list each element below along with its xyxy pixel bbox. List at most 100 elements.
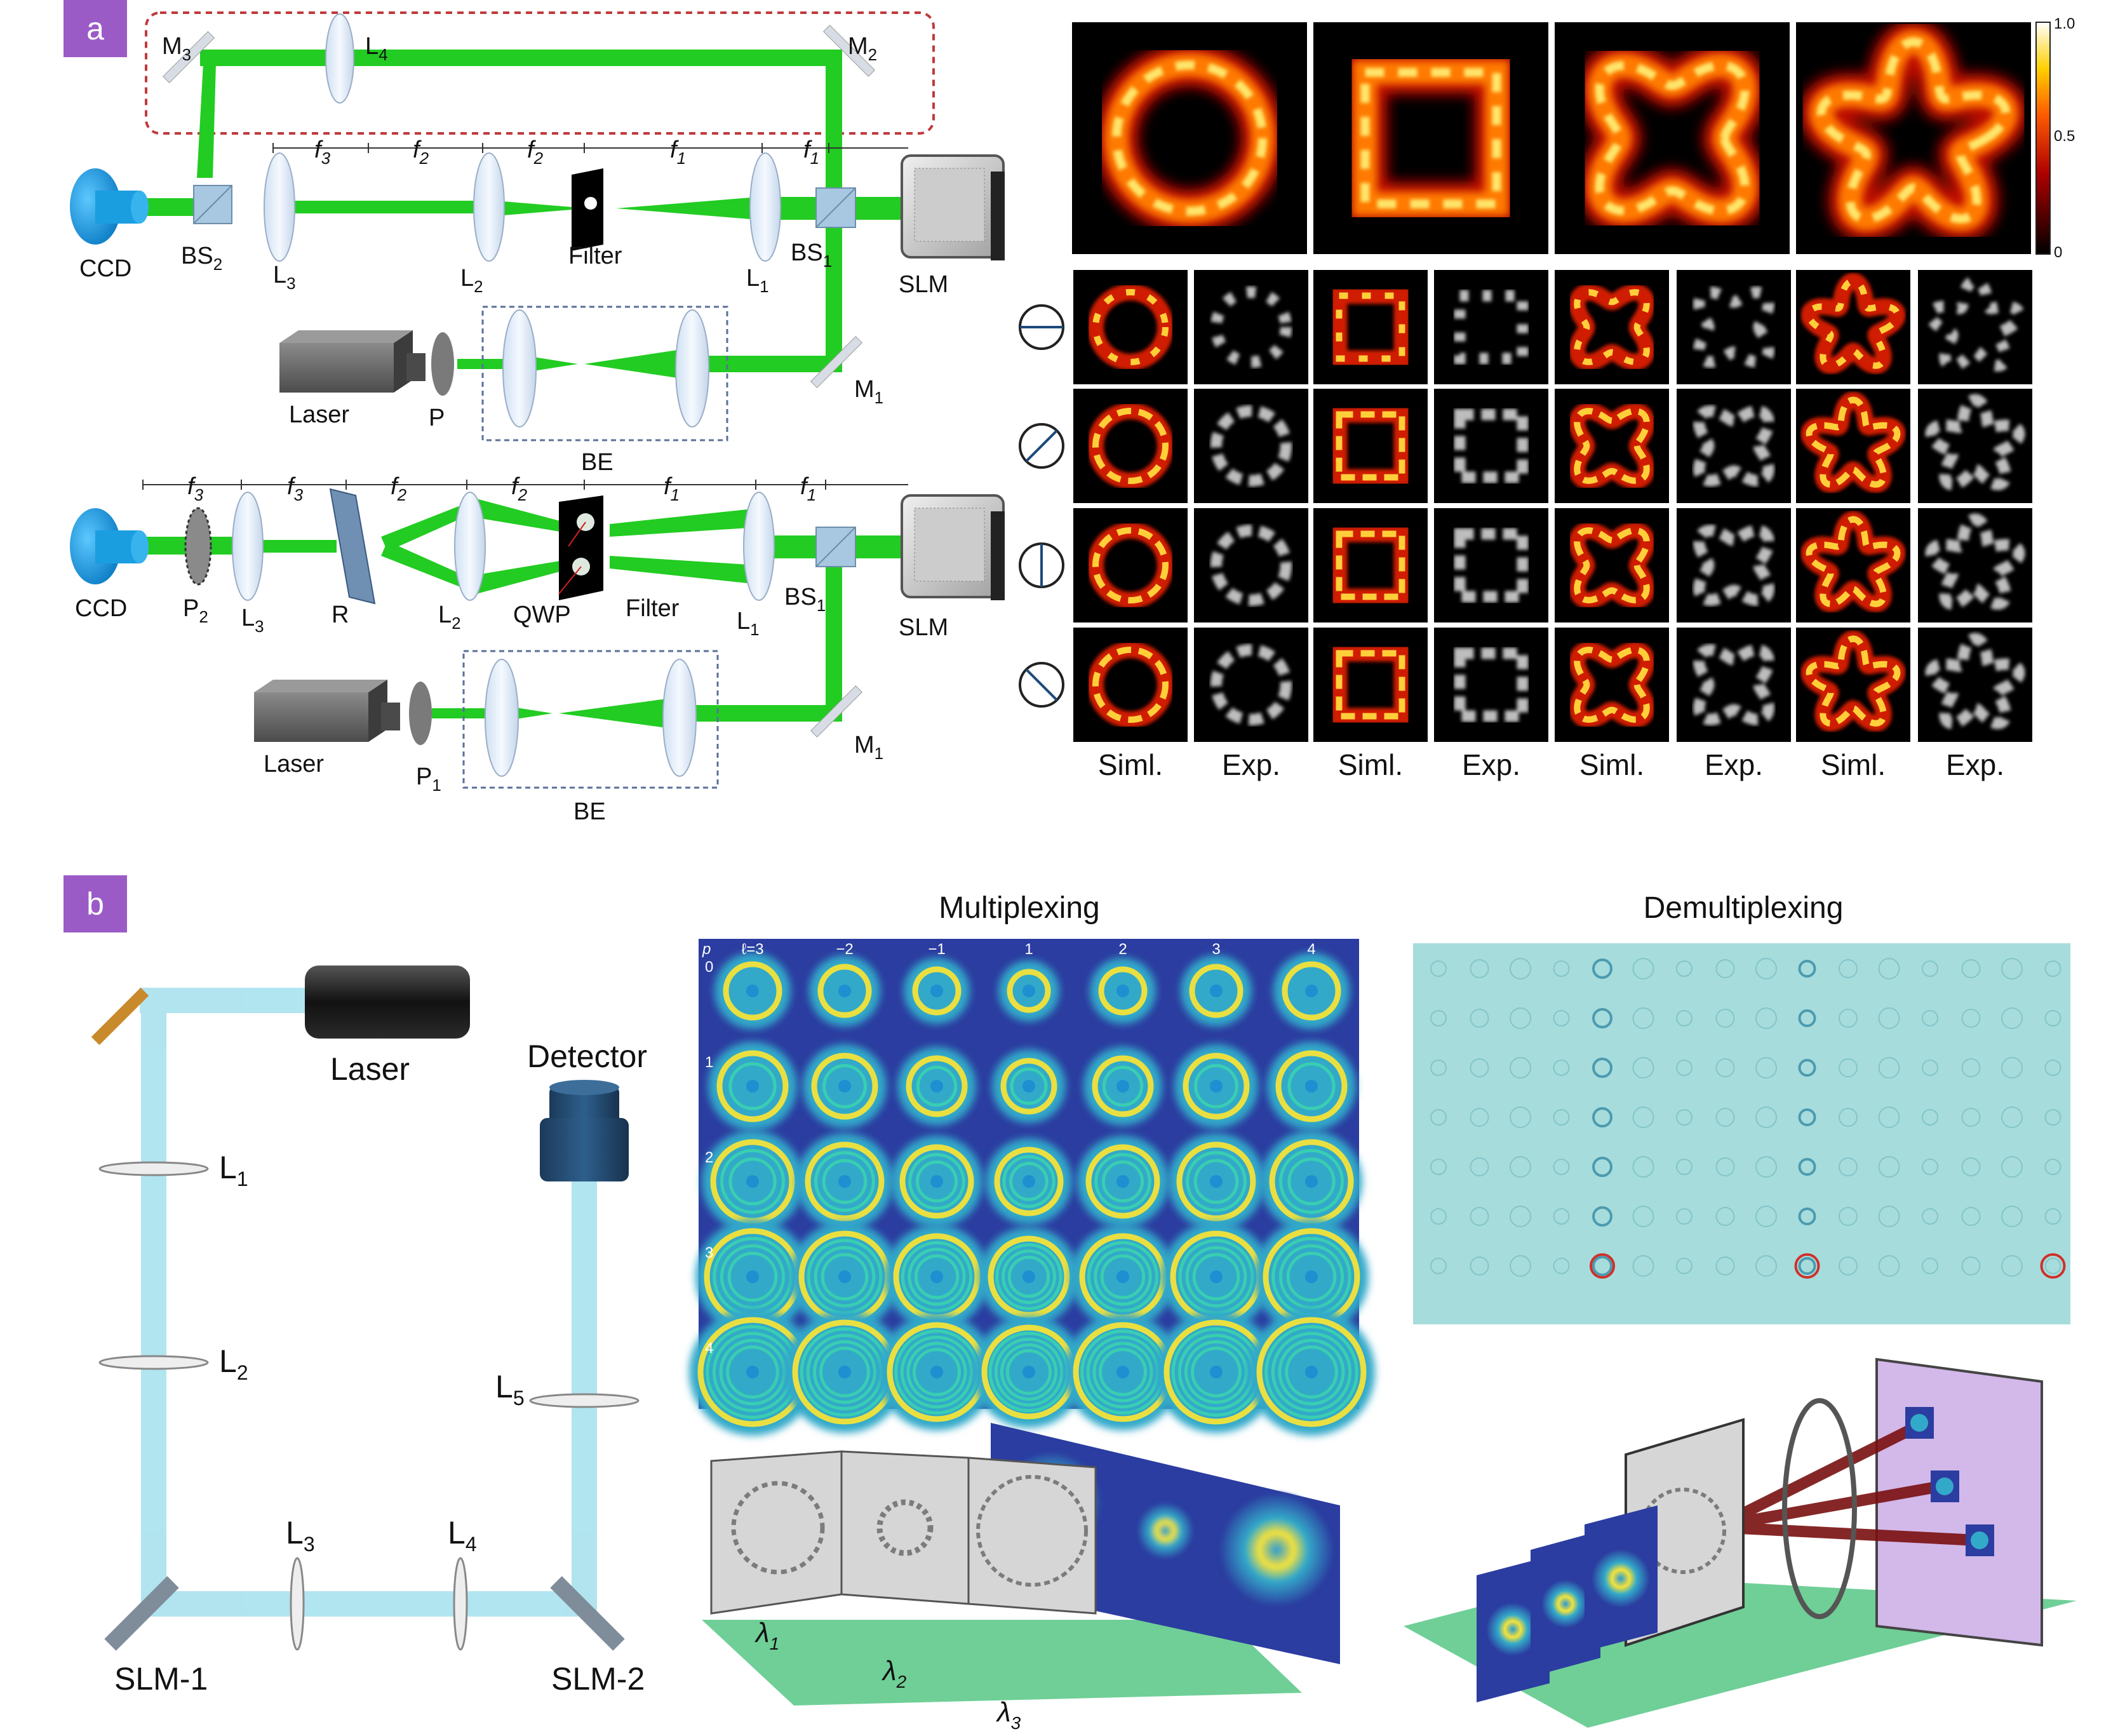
label-b-l2: L2 xyxy=(219,1343,248,1384)
exp-ring xyxy=(1693,286,1774,368)
demux-ring xyxy=(1553,1109,1570,1126)
demux-ring xyxy=(1878,1206,1900,1227)
focal-arrows-lower xyxy=(142,480,908,490)
label-laser: Laser xyxy=(289,401,349,428)
sim-ring-core xyxy=(1574,647,1650,723)
demux-ring xyxy=(1755,1206,1777,1227)
mirror-m3 xyxy=(162,30,215,84)
top-ring-core xyxy=(1816,37,2011,224)
demux-ring xyxy=(1878,1007,1900,1029)
lg-mode xyxy=(1155,1311,1277,1433)
label-lambda3: λ3 xyxy=(996,1697,1021,1733)
demux-ring xyxy=(2001,958,2023,979)
grid-l-label: −1 xyxy=(928,941,945,958)
grid-l-label: −2 xyxy=(836,941,853,958)
demux-ring xyxy=(1715,1058,1735,1077)
demux-ring xyxy=(1922,1258,1938,1274)
demux-ring xyxy=(1715,1009,1735,1028)
label-l2: L2 xyxy=(460,265,483,296)
column-label: Exp. xyxy=(1222,748,1280,781)
column-label: Exp. xyxy=(1946,748,2004,781)
demux-ring xyxy=(1755,1107,1777,1128)
label-lower-ccd: CCD xyxy=(75,595,127,622)
panel-a-optics: M3 L4 M2 CCD BS2 L3 L2 Filter L1 BS1 SLM… xyxy=(70,11,1005,825)
slm-device-icon xyxy=(901,154,1005,260)
demux-ring xyxy=(1839,1009,1858,1028)
lg-mode xyxy=(1168,1133,1264,1230)
spatial-filter xyxy=(572,168,603,251)
beamsplitter-bs1 xyxy=(815,187,856,228)
lg-mode xyxy=(1071,1225,1175,1329)
demux-ring xyxy=(1553,1159,1570,1175)
demux-ring xyxy=(1553,960,1570,977)
exp-ring xyxy=(1693,405,1774,487)
grid-cell xyxy=(1555,628,1669,742)
grid-cell xyxy=(1677,389,1791,503)
grid-cell xyxy=(1677,628,1791,742)
demux-ring xyxy=(1510,1007,1531,1029)
ccd-camera-lower-icon xyxy=(70,508,149,584)
label-lower-l1: L1 xyxy=(737,608,760,639)
exp-ring xyxy=(1454,290,1529,365)
demux-ring xyxy=(1676,1060,1693,1076)
demux-ring xyxy=(1961,1256,1981,1275)
demux-ring xyxy=(2001,1255,2023,1277)
mirror-m1 xyxy=(810,335,863,389)
column-label: Siml. xyxy=(1098,748,1163,781)
demux-ring xyxy=(1878,1107,1900,1128)
label-b-slm1: SLM-1 xyxy=(114,1661,208,1697)
grid-p-value: 0 xyxy=(705,959,713,976)
lens-b-l3 xyxy=(290,1557,305,1651)
demux-ring xyxy=(2001,1057,2023,1079)
demux-ring xyxy=(1755,958,1777,979)
demux-ring xyxy=(2001,1007,2023,1029)
lg-mode xyxy=(803,1044,887,1128)
grid-cell xyxy=(1434,389,1548,503)
demux-ring xyxy=(1961,1157,1981,1176)
column-label: Siml. xyxy=(1579,748,1644,781)
exp-ring xyxy=(1925,394,2025,490)
demux-ring xyxy=(2044,1208,2061,1225)
sim-ring-core xyxy=(1092,289,1169,365)
label-lower-f1b: f1 xyxy=(800,473,816,504)
demux-ring xyxy=(1715,1207,1735,1226)
demux-ring xyxy=(1755,1255,1777,1277)
lg-mode xyxy=(809,955,880,1026)
sim-ring-core xyxy=(1806,396,1901,488)
demux-ring xyxy=(1676,1109,1693,1126)
label-b-l4: L4 xyxy=(448,1515,477,1556)
demux-highlight xyxy=(1794,1253,1820,1279)
label-lower-m1: M1 xyxy=(854,732,883,763)
label-lower-qwp: QWP xyxy=(513,602,571,628)
lens-lower-l3 xyxy=(232,492,264,601)
demux-ring xyxy=(2044,1060,2061,1076)
grid-cell xyxy=(1313,270,1428,384)
demux-ring xyxy=(1510,1156,1531,1178)
panel-a-image-grid xyxy=(1072,19,2032,742)
demux-ring xyxy=(1839,959,1858,978)
demux-ring xyxy=(1839,1058,1858,1077)
demux-ring xyxy=(1755,1057,1777,1079)
lens-b-l1 xyxy=(98,1161,209,1176)
label-p: P xyxy=(429,405,445,431)
lens-l1 xyxy=(749,152,781,262)
demux-ring xyxy=(1510,1107,1531,1128)
exp-ring xyxy=(1693,525,1774,606)
demux-ring xyxy=(2001,1156,2023,1178)
demux-ring xyxy=(1592,1058,1612,1078)
label-bs2: BS2 xyxy=(181,243,222,274)
sim-ring xyxy=(1331,525,1411,605)
lg-mode xyxy=(689,1309,816,1436)
demux-ring xyxy=(1592,1107,1612,1127)
panel-b-setup: Laser Detector L1 L2 L3 L4 L5 SLM-1 SLM-… xyxy=(91,966,647,1697)
demux-ring xyxy=(1922,1060,1938,1076)
colorbar-max: 1.0 xyxy=(2054,15,2075,32)
grid-cell xyxy=(1434,270,1548,384)
sim-ring-core xyxy=(1806,278,1901,369)
be-lens-1 xyxy=(502,309,537,427)
demux-ring xyxy=(2044,1159,2061,1175)
demux-ring xyxy=(1755,1156,1777,1178)
polarizer-icon xyxy=(1019,423,1064,469)
column-label: Siml. xyxy=(1338,748,1403,781)
lg-mode-grid xyxy=(689,953,1375,1436)
